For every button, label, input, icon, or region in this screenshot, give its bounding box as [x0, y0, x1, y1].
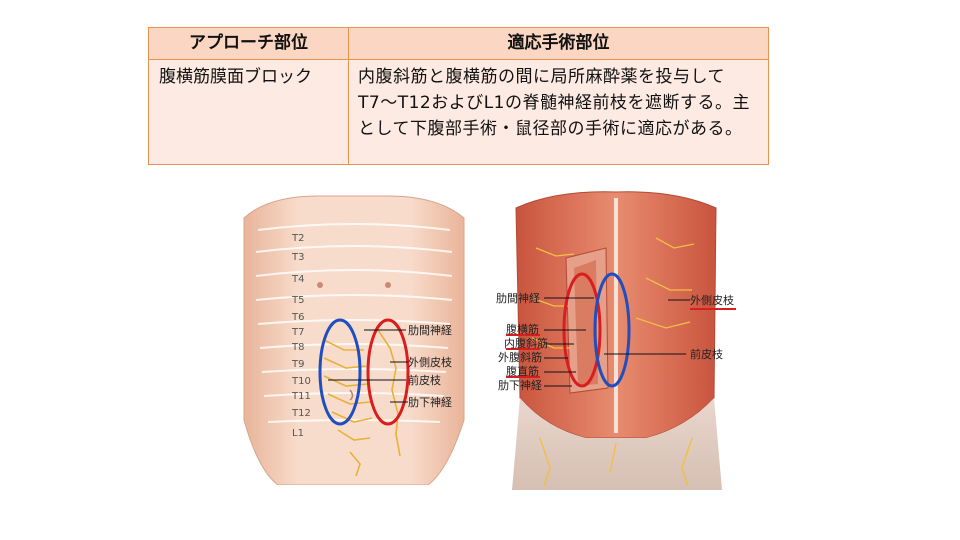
- dermatome-label: T3: [291, 252, 304, 263]
- header-indication: 適応手術部位: [507, 33, 610, 53]
- label-rectus: 腹直筋: [506, 364, 539, 378]
- cell-indication: 内腹斜筋と腹横筋の間に局所麻酔薬を投与してT7〜T12およびL1の脊髄神経前枝を…: [358, 67, 751, 139]
- table-row: 腹横筋膜面ブロック 内腹斜筋と腹横筋の間に局所麻酔薬を投与してT7〜T12および…: [149, 60, 768, 164]
- muscle-anatomy-figure: 肋間神経 腹横筋 内腹斜筋 外腹斜筋 腹直筋 肋下神経 外側皮枝 前皮枝: [496, 188, 740, 490]
- nipple-right: [385, 282, 391, 288]
- dermatome-label: T2: [291, 233, 304, 244]
- label-lateral-cutaneous: 外側皮枝: [690, 293, 734, 307]
- cell-approach: 腹横筋膜面ブロック: [159, 67, 312, 87]
- label-subcostal: 肋下神経: [498, 378, 542, 392]
- table-header-row: アプローチ部位 適応手術部位: [149, 28, 768, 60]
- dermatome-label: T7: [291, 327, 304, 338]
- red-ellipse: [366, 318, 410, 426]
- nipple-left: [317, 282, 323, 288]
- nerve-branches: [323, 329, 401, 477]
- dermatome-label: T8: [291, 342, 304, 353]
- dermatome-svg: T2 T3 T4 T5 T6 T7 T8 T9 T10 T11 T12 L1 肋…: [243, 195, 465, 486]
- dermatome-label: L1: [292, 428, 304, 439]
- navel: [349, 389, 354, 401]
- dermatome-figure: T2 T3 T4 T5 T6 T7 T8 T9 T10 T11 T12 L1 肋…: [238, 190, 470, 486]
- header-approach: アプローチ部位: [189, 33, 308, 53]
- dermatome-label: T9: [291, 359, 304, 370]
- label-anterior-cutaneous: 前皮枝: [690, 347, 723, 361]
- column-divider: [348, 28, 349, 164]
- label-transversus: 腹横筋: [506, 322, 539, 336]
- label-anterior-cutaneous: 前皮枝: [408, 373, 441, 387]
- torso-outline: [243, 195, 465, 486]
- label-intercostal: 肋間神経: [408, 323, 452, 337]
- label-intercostal: 肋間神経: [496, 291, 540, 305]
- block-table: アプローチ部位 適応手術部位 腹横筋膜面ブロック 内腹斜筋と腹横筋の間に局所麻酔…: [148, 27, 769, 165]
- label-lateral-cutaneous: 外側皮枝: [408, 355, 452, 369]
- dermatome-label: T11: [291, 391, 311, 402]
- dermatome-label: T6: [291, 312, 304, 323]
- leader-lines: [328, 329, 408, 403]
- dermatome-label: T12: [291, 408, 311, 419]
- dermatome-label: T5: [291, 295, 304, 306]
- leader-lines: [544, 297, 690, 387]
- blue-ellipse: [593, 272, 631, 388]
- muscle-svg: 肋間神経 腹横筋 内腹斜筋 外腹斜筋 腹直筋 肋下神経 外側皮枝 前皮枝: [496, 191, 736, 490]
- label-subcostal: 肋下神経: [408, 395, 452, 409]
- dermatome-label: T10: [291, 376, 311, 387]
- blue-ellipse: [318, 318, 362, 426]
- dermatome-label: T4: [291, 274, 304, 285]
- label-external-oblique: 外腹斜筋: [498, 350, 542, 364]
- label-internal-oblique: 内腹斜筋: [504, 336, 548, 350]
- pelvis-area: [512, 398, 722, 490]
